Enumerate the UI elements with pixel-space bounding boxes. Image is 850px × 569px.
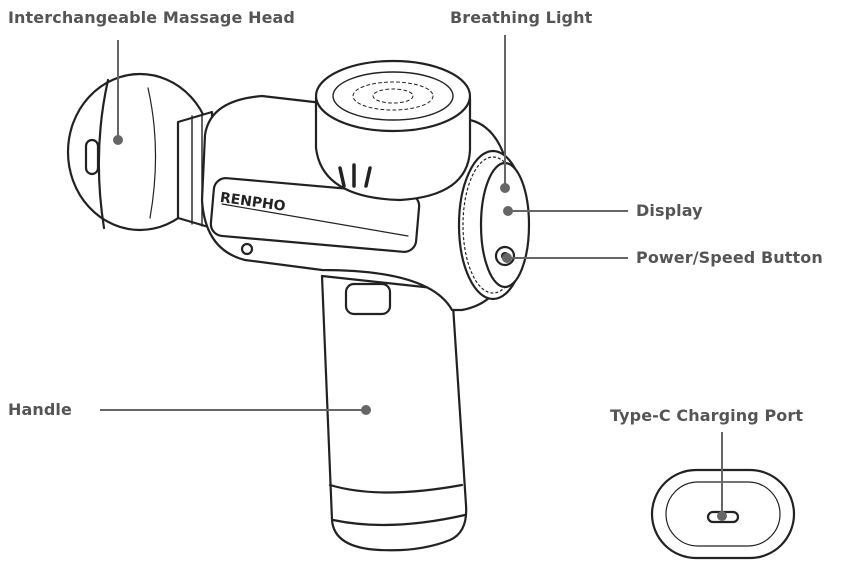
top-vent	[314, 59, 472, 202]
label-handle: Handle	[8, 400, 72, 419]
callout-dot-power-button	[502, 253, 512, 263]
callout-dot-breathing-light	[500, 183, 510, 193]
callout-dot-display	[503, 206, 513, 216]
label-breathing-light: Breathing Light	[450, 8, 593, 27]
body-screw	[240, 242, 254, 256]
head-slot	[84, 138, 100, 176]
handle	[320, 274, 468, 552]
callout-dot-handle	[361, 405, 371, 415]
label-massage-head: Interchangeable Massage Head	[8, 8, 295, 27]
label-power-speed-button: Power/Speed Button	[636, 248, 823, 267]
handle-button	[344, 282, 392, 316]
back-cap	[457, 149, 531, 301]
label-display: Display	[636, 201, 703, 220]
label-charging-port: Type-C Charging Port	[610, 406, 804, 425]
callout-dot-charging-port	[717, 511, 727, 521]
massage-head	[66, 72, 214, 232]
callout-dot-massage-head	[113, 135, 123, 145]
